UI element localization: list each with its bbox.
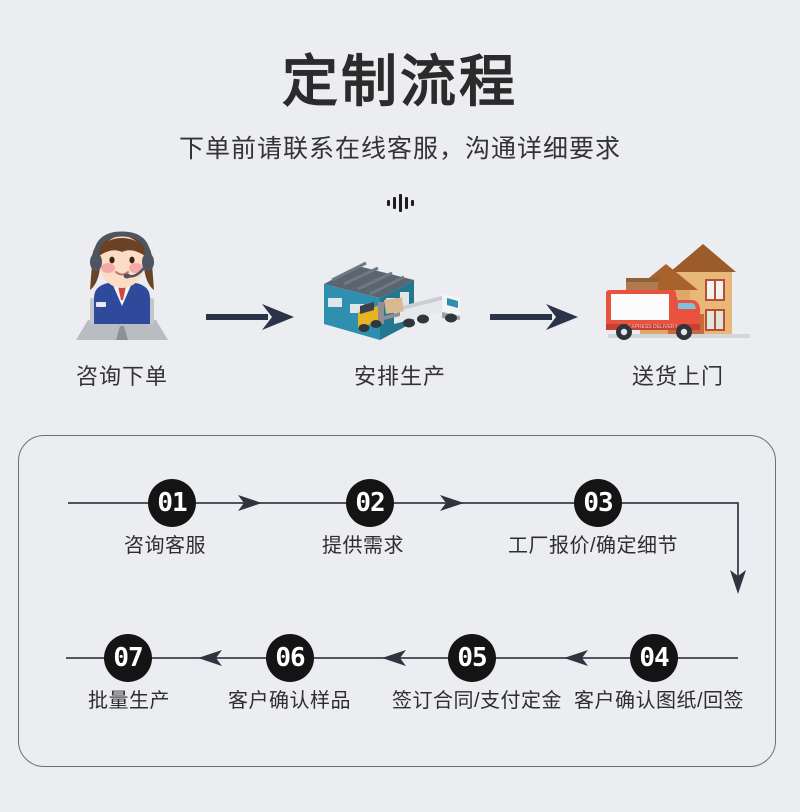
stage-label: 咨询下单 — [75, 364, 168, 389]
stage-item-arrange-production: 安排生产 — [310, 228, 490, 391]
arrowhead-01-to-02 — [238, 495, 262, 511]
flow-caption-05: 签订合同/支付定金 — [392, 690, 563, 712]
flow-panel-border — [18, 435, 776, 767]
customer-service-agent-icon — [32, 228, 212, 353]
factory-production-icon — [310, 228, 490, 353]
arrowhead-05-to-06 — [382, 650, 406, 666]
flow-node-04[interactable]: 04 — [630, 634, 678, 682]
flow-caption-02: 提供需求 — [322, 535, 404, 557]
flow-node-07[interactable]: 07 — [104, 634, 152, 682]
arrowhead-04-to-05 — [564, 650, 588, 666]
delivery-truck-house-icon: EXPRESS DELIVERY — [588, 228, 768, 353]
page-title: 定制流程 — [282, 50, 518, 113]
flow-node-03[interactable]: 03 — [574, 479, 622, 527]
stage-arrow-2-icon — [490, 300, 580, 339]
flow-node-02[interactable]: 02 — [346, 479, 394, 527]
flow-caption-01: 咨询客服 — [124, 535, 206, 557]
arrowhead-03-to-04 — [730, 570, 746, 594]
stage-arrow-1-icon — [206, 300, 296, 339]
flow-caption-04: 客户确认图纸/回签 — [574, 690, 745, 712]
stage-item-consult-order: 咨询下单 — [32, 228, 212, 391]
flow-caption-03: 工厂报价/确定细节 — [508, 535, 679, 557]
flow-caption-07: 批量生产 — [88, 690, 170, 712]
waveform-divider-icon — [0, 192, 800, 214]
arrowhead-02-to-03 — [440, 495, 464, 511]
svg-text:EXPRESS DELIVERY: EXPRESS DELIVERY — [628, 324, 678, 330]
stage-label: 安排生产 — [353, 364, 446, 389]
stage-item-home-delivery: EXPRESS DELIVERY 送货上门 — [588, 228, 768, 391]
flow-node-05[interactable]: 05 — [448, 634, 496, 682]
flow-caption-06: 客户确认样品 — [228, 690, 351, 712]
stage-row: 咨询下单 — [0, 228, 800, 400]
page-subtitle: 下单前请联系在线客服，沟通详细要求 — [178, 135, 621, 163]
stage-label: 送货上门 — [631, 364, 724, 389]
arrowhead-06-to-07 — [198, 650, 222, 666]
flow-connectors — [66, 495, 746, 666]
flow-node-01[interactable]: 01 — [148, 479, 196, 527]
flow-node-06[interactable]: 06 — [266, 634, 314, 682]
